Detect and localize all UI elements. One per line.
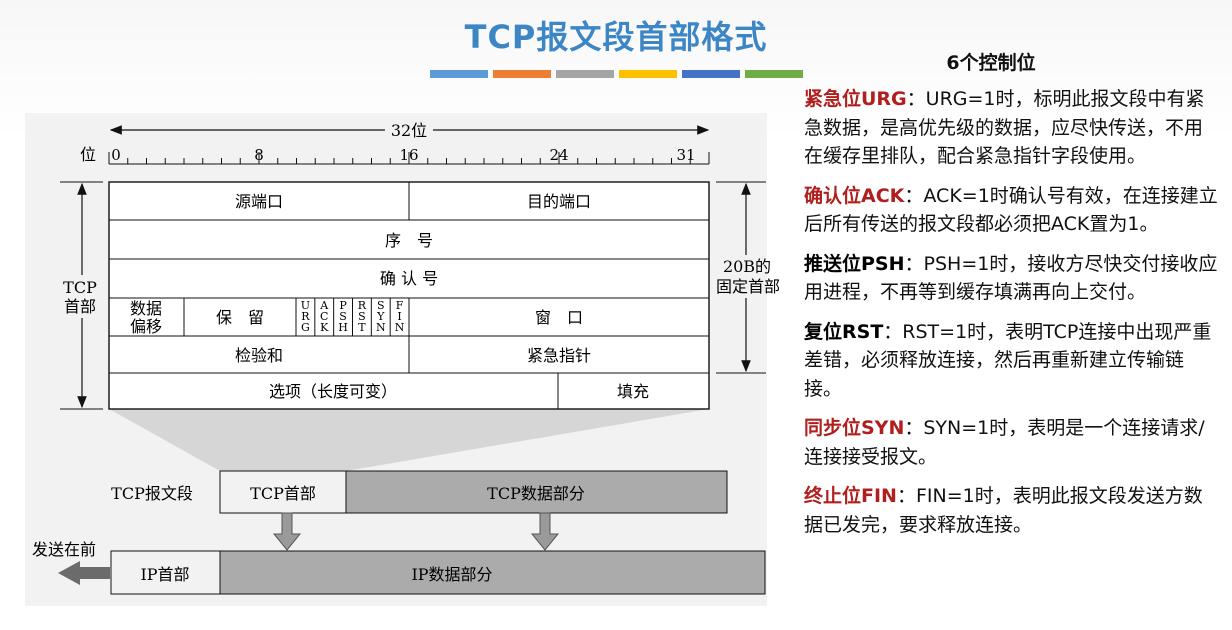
fixed-header-label-2: 固定首部: [716, 277, 780, 296]
control-bit-separator: ：: [906, 88, 926, 110]
tcp-header-label-1: TCP: [63, 278, 97, 297]
flag-letter: S: [339, 310, 347, 323]
flag-letter: C: [320, 310, 328, 323]
control-bit-separator: ：: [896, 485, 916, 507]
ip-data-text: IP数据部分: [411, 565, 492, 584]
control-bit-item: 复位RST：RST=1时，表明TCP连接中出现严重差错，必须释放连接，然后再重新…: [804, 318, 1218, 404]
color-bar-segment: [493, 70, 551, 78]
control-bits-list: 紧急位URG：URG=1时，标明此报文段中有紧急数据，是高优先级的数据，应尽快传…: [804, 85, 1218, 539]
control-bit-description: URG=1时，标明此报文段中有紧急数据，是高优先级的数据，应尽快传送，不用在缓存…: [804, 88, 1205, 167]
ip-header-text: IP首部: [140, 565, 189, 584]
control-bit-separator: ：: [904, 184, 924, 207]
flag-letter: R: [358, 299, 367, 312]
field-options: 选项（长度可变）: [269, 382, 397, 401]
tcp-header-label-2: 首部: [64, 297, 96, 316]
flag-letter: R: [301, 310, 310, 323]
bit-tick-label: 0: [111, 146, 121, 164]
color-bar-segment: [619, 70, 677, 78]
field-checksum: 检验和: [235, 346, 283, 365]
control-bit-name: 确认位ACK: [804, 184, 905, 207]
flag-letter: Y: [376, 310, 385, 323]
control-bit-name: 推送位PSH: [804, 252, 905, 275]
flag-letter: S: [377, 299, 385, 312]
bit-tick-label: 31: [676, 146, 695, 164]
flag-letter: P: [339, 299, 347, 312]
control-bit-separator: ：: [904, 417, 924, 439]
color-bar-segment: [745, 70, 803, 78]
field-dst-port: 目的端口: [527, 192, 591, 211]
color-bar-segment: [430, 70, 488, 78]
page-title: TCP报文段首部格式: [464, 18, 768, 56]
control-bit-item: 确认位ACK：ACK=1时确认号有效，在连接建立后所有传送的报文段都必须把ACK…: [804, 182, 1218, 239]
bit-label: 位: [80, 145, 96, 164]
control-bit-description: RST=1时，表明TCP连接中出现严重差错，必须释放连接，然后再重新建立传输链接…: [804, 320, 1212, 400]
control-bit-name: 终止位FIN: [804, 485, 897, 507]
flag-letter: I: [397, 310, 401, 323]
fixed-header-label-1: 20B的: [723, 257, 771, 276]
control-bit-separator: ：: [904, 252, 924, 275]
bit-ruler-ticks: [108, 152, 710, 164]
down-arrow-header: [272, 512, 302, 551]
field-padding: 填充: [617, 382, 649, 401]
field-seq: 序 号: [385, 231, 433, 250]
field-data-offset-2: 偏移: [130, 317, 162, 336]
flag-letter: S: [358, 310, 366, 323]
title-color-bar: [430, 70, 803, 78]
width-label: 32位: [391, 121, 427, 140]
control-bit-description: PSH=1时，接收方尽快交付接收应用进程，不再等到缓存填满再向上交付。: [804, 252, 1218, 304]
color-bar-segment: [556, 70, 614, 78]
control-bit-item: 紧急位URG：URG=1时，标明此报文段中有紧急数据，是高优先级的数据，应尽快传…: [804, 85, 1218, 171]
flag-letter: A: [319, 299, 329, 312]
flag-letter: U: [301, 299, 310, 312]
field-urgent-pointer: 紧急指针: [527, 346, 591, 365]
field-reserved: 保 留: [216, 308, 264, 327]
tcp-segment-data-text: TCP数据部分: [487, 484, 585, 503]
send-first-label: 发送在前: [32, 540, 96, 559]
field-src-port: 源端口: [235, 192, 283, 211]
tcp-segment-label: TCP报文段: [111, 484, 193, 503]
field-window: 窗 口: [535, 308, 583, 327]
flag-letter: H: [338, 321, 348, 334]
ip-data-block: [219, 550, 766, 595]
flag-letter: T: [358, 321, 366, 334]
control-bit-description: FIN=1时，表明此报文段发送方数据已发完，要求释放连接。: [804, 485, 1203, 536]
send-first-arrow: [58, 561, 110, 585]
flag-letter: K: [320, 321, 329, 334]
tcp-segment-data-block: [345, 470, 728, 514]
control-bit-description: ACK=1时确认号有效，在连接建立后所有传送的报文段都必须把ACK置为1。: [804, 184, 1218, 236]
control-bits-panel: 6个控制位 紧急位URG：URG=1时，标明此报文段中有紧急数据，是高优先级的数…: [804, 48, 1218, 550]
field-data-offset-1: 数据: [130, 299, 162, 318]
color-bar-segment: [682, 70, 740, 78]
funnel-shade: [109, 409, 709, 471]
field-ack: 确 认 号: [380, 269, 438, 288]
flag-letter: N: [395, 321, 405, 334]
control-bit-name: 同步位SYN: [804, 417, 905, 439]
flag-letter: N: [376, 321, 386, 334]
panel-title: 6个控制位: [946, 52, 1036, 74]
tcp-segment-header-text: TCP首部: [250, 484, 316, 503]
control-bit-name: 复位RST: [804, 320, 884, 343]
control-bit-name: 紧急位URG: [804, 88, 907, 110]
flag-letter: F: [396, 299, 404, 312]
ip-header-block: [110, 550, 221, 595]
control-bit-item: 终止位FIN：FIN=1时，表明此报文段发送方数据已发完，要求释放连接。: [804, 482, 1218, 539]
control-bit-item: 同步位SYN：SYN=1时，表明是一个连接请求/连接接受报文。: [804, 414, 1218, 471]
flag-letter: G: [301, 321, 310, 334]
control-bit-separator: ：: [883, 320, 903, 343]
down-arrow-data: [530, 512, 560, 551]
control-bit-item: 推送位PSH：PSH=1时，接收方尽快交付接收应用进程，不再等到缓存填满再向上交…: [804, 250, 1218, 307]
control-bit-description: SYN=1时，表明是一个连接请求/连接接受报文。: [804, 417, 1205, 468]
